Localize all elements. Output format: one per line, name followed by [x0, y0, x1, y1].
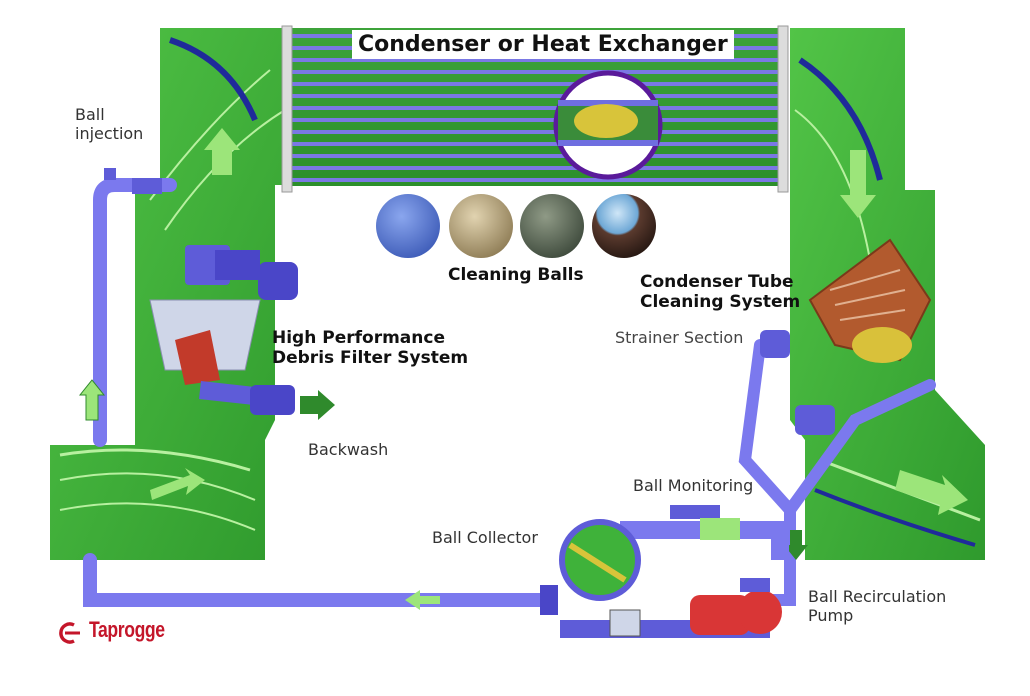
cleaning-balls-group: [376, 194, 656, 258]
tan-sponge-ball-icon: [449, 194, 513, 258]
tube-cleaning-label-line1: Condenser Tube: [640, 272, 794, 292]
ball-recirculation-pump-icon: [690, 578, 782, 635]
ball-injection-label: Ball injection: [75, 105, 143, 143]
cleaning-balls-label: Cleaning Balls: [448, 265, 584, 285]
injection-valve-icon: [132, 178, 162, 194]
coated-ball-icon: [592, 194, 656, 258]
inlet-water-box: [50, 28, 290, 560]
down-flow-arrow-icon: [784, 530, 808, 560]
ball-injection-label-line2: injection: [75, 124, 144, 144]
up-flow-arrow-icon: [78, 379, 106, 421]
strainer-valve-icon: [760, 330, 790, 358]
recirc-pump-label-line1: Ball Recirculation: [808, 587, 947, 606]
taprogge-logo: Taprogge: [55, 617, 184, 643]
recirc-pump-label-line2: Pump: [808, 606, 854, 626]
ball-injection-label-line1: Ball: [75, 105, 105, 124]
strainer-section: [808, 238, 932, 363]
taprogge-logo-icon: [59, 622, 80, 644]
tube-cleaning-label-line2: Cleaning System: [640, 292, 801, 313]
ball-monitoring-unit: [620, 505, 789, 560]
strainer-section-label: Strainer Section: [615, 328, 744, 347]
outlet-valve-icon: [795, 405, 835, 435]
debris-filter-label-line1: High Performance: [272, 328, 445, 348]
backwash-label: Backwash: [308, 440, 389, 459]
debris-filter-unit: [149, 245, 298, 415]
return-flow-arrow-icon: [405, 590, 440, 610]
gray-abrasive-ball-icon: [520, 194, 584, 258]
ball-recirculation-pump-label: Ball Recirculation Pump: [808, 587, 946, 625]
debris-filter-label-line2: Debris Filter System: [272, 348, 469, 369]
backwash-arrow-icon: [300, 390, 335, 420]
tube-cross-section-icon: [553, 70, 663, 180]
taprogge-logo-text: Taprogge: [89, 617, 165, 642]
injection-handwheel-icon: [104, 168, 116, 180]
ball-collector-label: Ball Collector: [432, 528, 538, 547]
tube-cleaning-system-label: Condenser Tube Cleaning System: [640, 272, 800, 313]
diagram-title: Condenser or Heat Exchanger: [352, 30, 734, 59]
debris-filter-label: High Performance Debris Filter System: [272, 328, 468, 369]
blue-sponge-ball-icon: [376, 194, 440, 258]
ball-monitoring-label: Ball Monitoring: [633, 476, 754, 495]
ball-injection-pipe: [83, 178, 547, 607]
